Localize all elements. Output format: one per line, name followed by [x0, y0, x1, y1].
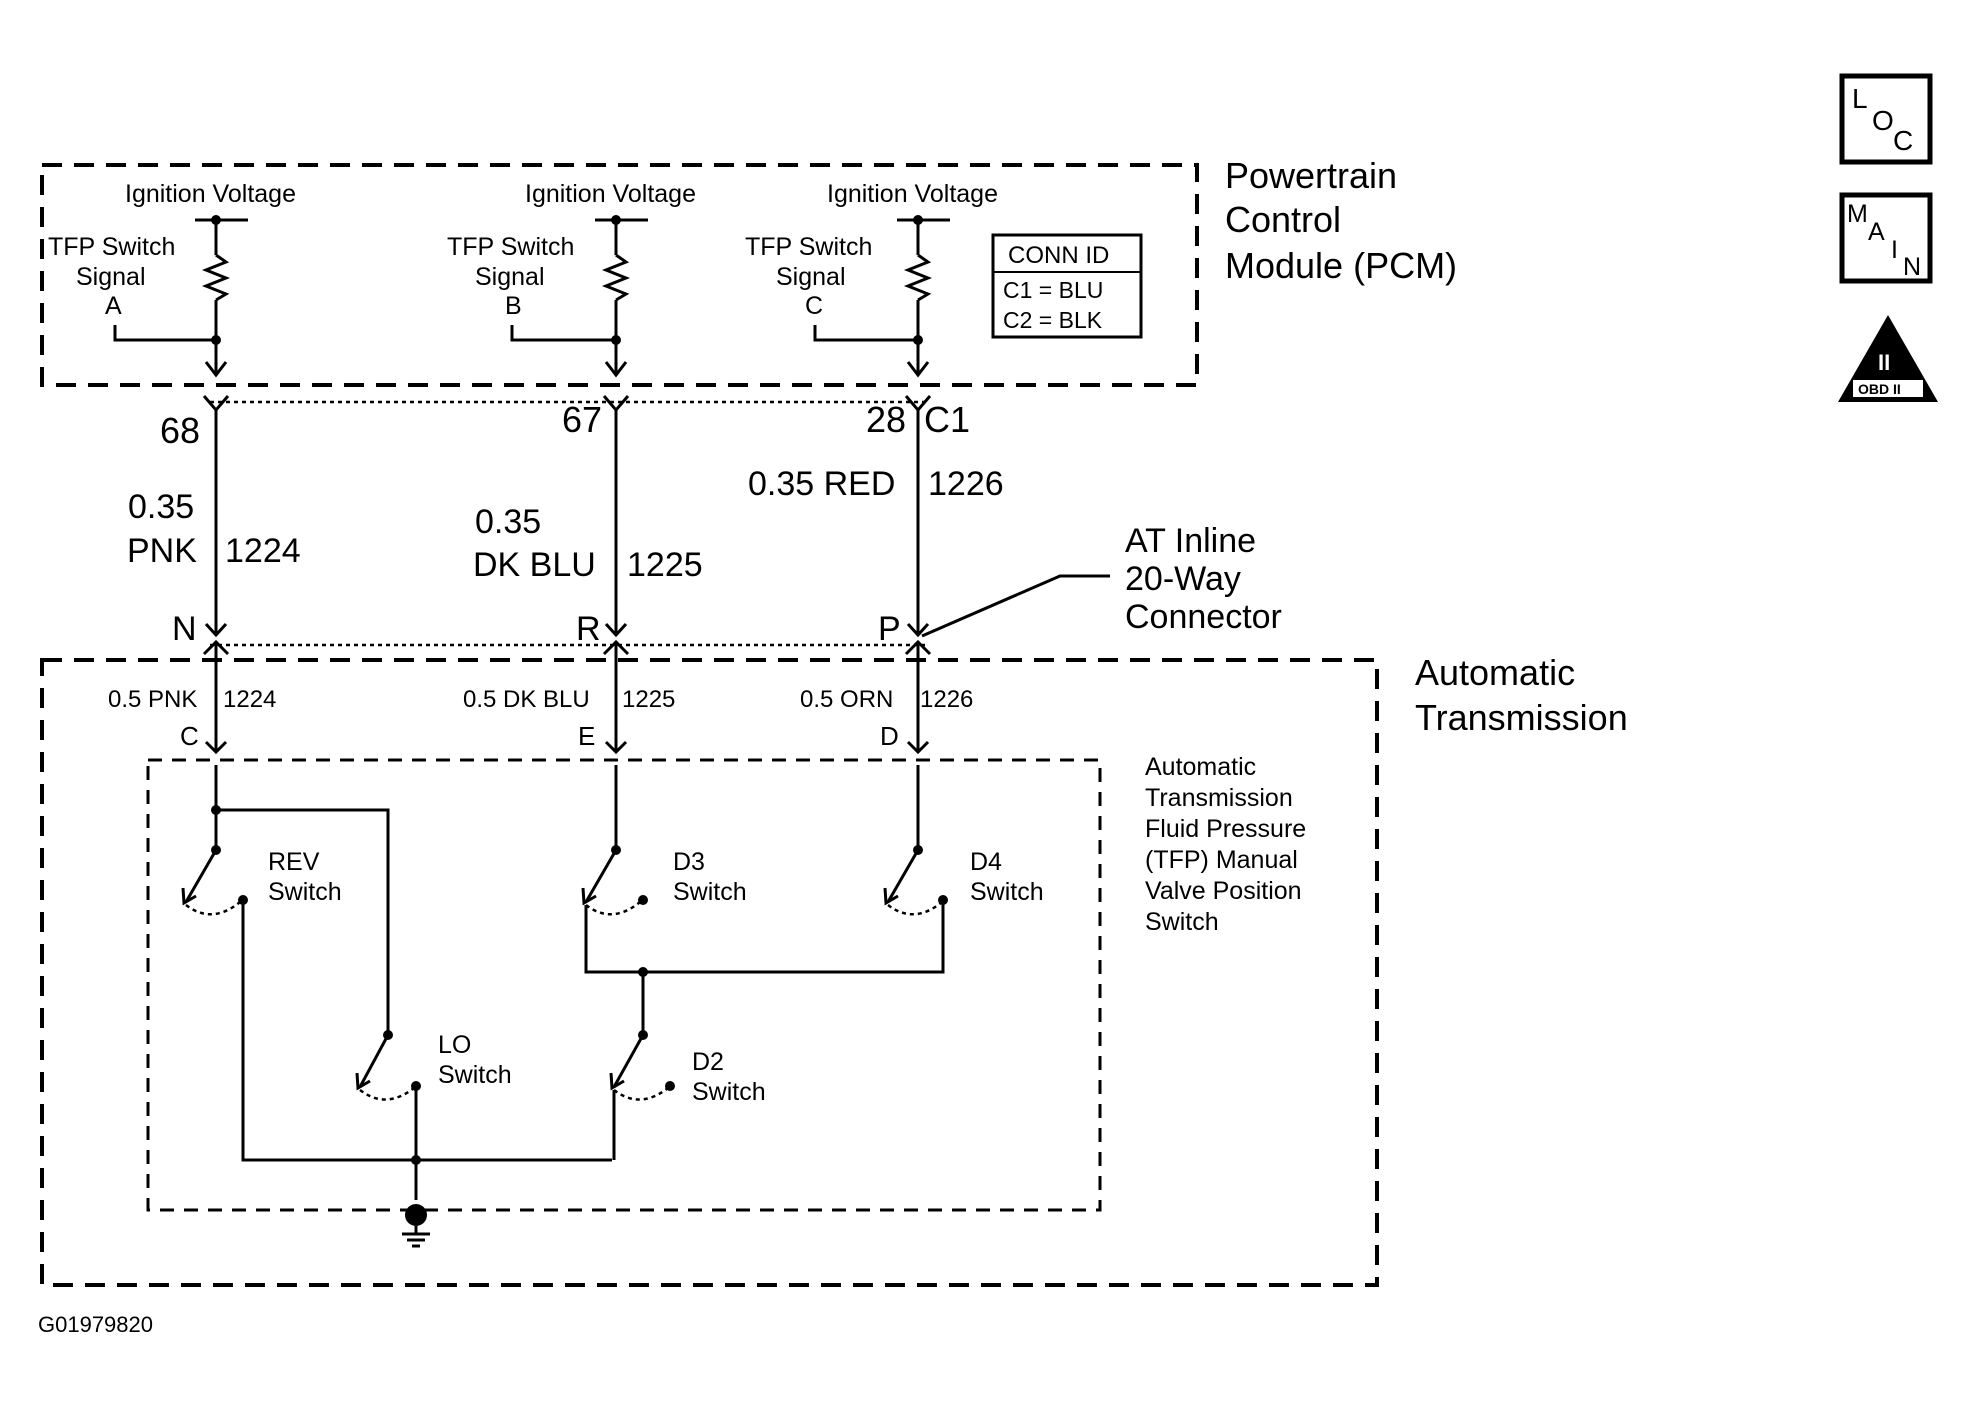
d2-switch-label-1: D2 [692, 1048, 724, 1076]
main-badge-a: A [1868, 218, 1885, 246]
transmission-boundary [40, 658, 1379, 1287]
signal-b-letter: B [505, 292, 522, 320]
signal-c-line-1: TFP Switch [745, 233, 872, 261]
main-badge-i: I [1891, 236, 1898, 264]
d2-switch-label-2: Switch [692, 1078, 766, 1106]
trans-wire-a-pin: C [180, 721, 199, 751]
conn-id-title: CONN ID [1008, 242, 1109, 269]
main-badge-m: M [1847, 200, 1868, 228]
tfp-line-6: Switch [1145, 908, 1219, 936]
trans-wire-b [602, 639, 630, 755]
signal-c-letter: C [805, 292, 823, 320]
wire-c-gauge-color: 0.35 RED [748, 465, 895, 503]
lo-switch-label-2: Switch [438, 1061, 512, 1089]
pcm-signal-b: TFP Switch Signal B [447, 215, 648, 378]
d4-switch-label-1: D4 [970, 848, 1002, 876]
signal-c-line-2: Signal [776, 263, 846, 291]
main-badge: M A I N [1839, 192, 1933, 284]
d3-switch-label-2: Switch [673, 878, 747, 906]
tfp-internal-wiring [181, 765, 948, 1200]
trans-wire-c-gauge-color: 0.5 ORN [800, 686, 893, 713]
figure-id: G01979820 [38, 1312, 153, 1337]
obd-badge-numeral: II [1878, 350, 1890, 375]
harness-wire-a [202, 395, 230, 638]
pcm-boundary [40, 163, 1199, 387]
inline-pin-n: N [172, 610, 197, 648]
connector-c1: C1 [924, 399, 970, 440]
harness-wire-b [602, 395, 630, 638]
signal-a-letter: A [105, 292, 122, 320]
trans-wire-c-pin: D [880, 721, 899, 751]
trans-wire-a-circuit: 1224 [223, 686, 276, 713]
ground-icon [402, 1204, 430, 1248]
signal-a-line-1: TFP Switch [48, 233, 175, 261]
inline-pin-p: P [878, 610, 901, 648]
lo-switch-label-1: LO [438, 1031, 471, 1059]
trans-wire-b-circuit: 1225 [622, 686, 675, 713]
rev-switch-label-1: REV [268, 848, 320, 876]
inline-connector-line-2: 20-Way [1125, 560, 1241, 598]
inline-connector-leader [921, 574, 1110, 638]
d3-switch-label-1: D3 [673, 848, 705, 876]
wire-a-gauge: 0.35 [128, 488, 194, 526]
loc-badge-l: L [1852, 83, 1868, 114]
loc-badge-c: C [1893, 125, 1913, 156]
wire-c-circuit: 1226 [928, 465, 1004, 503]
trans-wire-c-circuit: 1226 [920, 686, 973, 713]
conn-id-row-1: C1 = BLU [1003, 277, 1103, 303]
tfp-line-2: Transmission [1145, 784, 1293, 812]
trans-wire-a [202, 639, 230, 755]
trans-wire-c [904, 639, 932, 755]
obd-ii-badge: II OBD II [1838, 315, 1938, 402]
pcm-signal-c: TFP Switch Signal C [745, 215, 950, 378]
transmission-title-line-1: Automatic [1415, 652, 1575, 693]
pin-68: 68 [160, 410, 200, 451]
rev-switch-label-2: Switch [268, 878, 342, 906]
trans-wire-b-gauge-color: 0.5 DK BLU [463, 686, 590, 713]
wire-b-gauge: 0.35 [475, 503, 541, 541]
loc-badge-o: O [1872, 105, 1894, 136]
wire-a-color: PNK [127, 532, 197, 570]
inline-connector-line-3: Connector [1125, 598, 1282, 636]
tfp-line-3: Fluid Pressure [1145, 815, 1306, 843]
pcm-title-line-3: Module (PCM) [1225, 245, 1457, 286]
wire-a-circuit: 1224 [225, 532, 301, 570]
pin-67: 67 [562, 399, 602, 440]
harness-wire-c [904, 395, 932, 638]
conn-id-table: CONN ID C1 = BLU C2 = BLK [991, 233, 1143, 339]
pin-28: 28 [866, 399, 906, 440]
ignition-voltage-a: Ignition Voltage [125, 180, 296, 208]
tfp-switch-boundary [146, 758, 1102, 1212]
pcm-signal-a: TFP Switch Signal A [48, 215, 248, 378]
conn-id-row-2: C2 = BLK [1003, 307, 1103, 333]
transmission-title-line-2: Transmission [1415, 697, 1628, 738]
ignition-voltage-c: Ignition Voltage [827, 180, 998, 208]
inline-pin-r: R [576, 610, 601, 648]
tfp-line-1: Automatic [1145, 753, 1256, 781]
obd-badge-text: OBD II [1858, 381, 1901, 397]
d4-switch-label-2: Switch [970, 878, 1044, 906]
signal-b-line-2: Signal [475, 263, 545, 291]
tfp-line-4: (TFP) Manual [1145, 846, 1298, 874]
pcm-title-line-2: Control [1225, 199, 1341, 240]
signal-a-line-2: Signal [76, 263, 146, 291]
tfp-line-5: Valve Position [1145, 877, 1302, 905]
wire-b-circuit: 1225 [627, 546, 703, 584]
trans-wire-b-pin: E [578, 721, 595, 751]
main-badge-n: N [1903, 253, 1921, 281]
loc-badge: L O C [1839, 73, 1933, 165]
ignition-voltage-b: Ignition Voltage [525, 180, 696, 208]
pcm-title-line-1: Powertrain [1225, 155, 1397, 196]
trans-wire-a-gauge-color: 0.5 PNK [108, 686, 197, 713]
wire-b-color: DK BLU [473, 546, 596, 584]
signal-b-line-1: TFP Switch [447, 233, 574, 261]
inline-connector-line-1: AT Inline [1125, 522, 1256, 560]
